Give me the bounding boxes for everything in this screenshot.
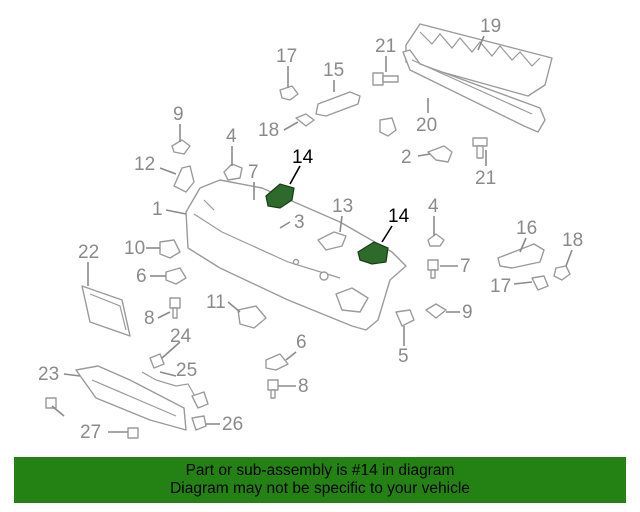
callout-13: 13 [332,196,353,217]
callout-19: 19 [480,16,501,37]
callout-4-top: 4 [226,126,237,147]
callout-2: 2 [401,147,412,168]
footer-banner: Part or sub-assembly is #14 in diagram D… [14,457,626,503]
callout-3: 3 [294,212,305,233]
callout-22: 22 [78,242,99,263]
leader-lines [51,35,573,433]
part-27-bolts [45,397,139,439]
callout-25: 25 [176,360,197,381]
callout-7-top: 7 [248,162,259,183]
part-21-bolt-top [372,72,399,86]
callout-1: 1 [152,199,163,220]
part-25-clips [141,371,209,409]
callout-27: 27 [80,422,101,443]
part-9-clip-right [425,303,447,319]
part-4-clip-right [427,233,445,247]
part-11-lamp [237,305,267,329]
callout-23: 23 [38,364,59,385]
callout-21-top: 21 [375,36,396,57]
part-7-bolt-right [427,259,439,279]
part-22-plate-bracket [81,285,131,337]
callout-10: 10 [124,238,145,259]
callout-11: 11 [206,292,226,313]
part-18-screw-top [295,113,315,127]
callout-26: 26 [222,414,243,435]
callout-12: 12 [134,154,155,175]
callout-6-left: 6 [136,266,147,287]
part-4-clip-top [223,163,243,181]
part-6-clip-lower [265,353,289,371]
callout-16: 16 [516,218,537,239]
part-23-lower-cover [75,365,187,431]
part-12-cover [173,165,195,193]
part-9-clip-left [171,139,191,155]
parts-diagram: 19 21 20 21 2 15 17 18 9 12 4 7 1 3 13 1… [38,16,583,443]
part-14-right-bracket [357,241,389,265]
part-13-cap [317,231,347,251]
footer-line-1: Part or sub-assembly is #14 in diagram [185,462,455,479]
callout-8-left: 8 [144,308,155,329]
callout-15: 15 [323,60,344,81]
part-17-clip-top [279,85,299,101]
part-6-clip-left [165,267,187,285]
callout-7-right: 7 [460,256,471,277]
callout-6-lower: 6 [296,332,307,353]
part-16-bracket [497,243,545,269]
part-8-bolt-lower [267,379,279,399]
callout-21-right: 21 [475,168,496,189]
part-24-clip [149,353,165,369]
part-10-clip [159,239,181,259]
part-20-reinforcement [402,49,546,133]
callout-14-left: 14 [292,147,314,168]
part-15-bracket [315,91,361,117]
footer-line-2: Diagram may not be specific to your vehi… [170,480,470,497]
part-19-absorber [405,23,553,97]
part-18-screw-right [553,265,571,281]
callout-24: 24 [170,326,192,347]
part-1-bumper-cover [185,179,407,331]
part-8-bolt-left [169,297,181,319]
callout-9-right: 9 [462,302,473,323]
part-21-bolt-right [472,137,488,159]
callout-18-top: 18 [258,120,279,141]
callout-4-right: 4 [428,196,439,217]
callout-8-lower: 8 [298,376,309,397]
callout-20: 20 [416,115,437,136]
callout-9-left: 9 [173,104,184,125]
callout-17-top: 17 [276,46,297,67]
callout-18-right: 18 [562,230,583,251]
callout-14-right: 14 [388,206,410,227]
part-26-screw [191,415,207,431]
callout-17-right: 17 [490,276,511,297]
part-17-clip-right [531,275,549,291]
callout-5: 5 [398,346,409,367]
part-14-left-bracket [265,183,295,209]
part-5-bracket [395,309,415,327]
part-2-brackets [379,117,453,163]
